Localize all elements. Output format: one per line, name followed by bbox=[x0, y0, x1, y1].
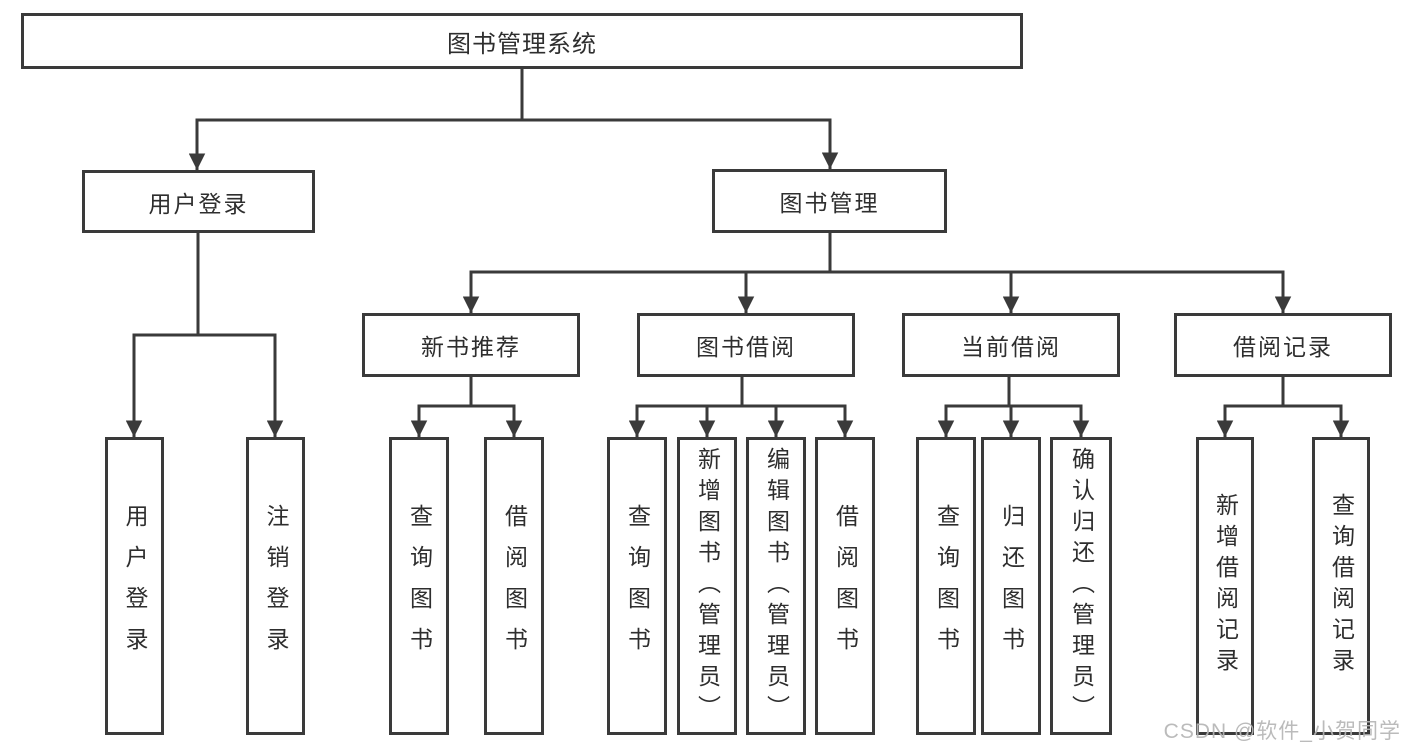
leaf-borrow-books-borrow: 借阅图书 bbox=[815, 437, 875, 735]
csdn-watermark: CSDN @软件_小贺同学 bbox=[1163, 720, 1401, 743]
node-book-management-label: 图书管理 bbox=[779, 190, 880, 216]
node-current-borrow: 当前借阅 bbox=[902, 313, 1120, 377]
leaf-confirm-return-admin: 确认归还（管理员） bbox=[1050, 437, 1112, 735]
node-user-login: 用户登录 bbox=[82, 170, 315, 233]
node-user-login-label: 用户登录 bbox=[148, 190, 249, 217]
leaf-return-book: 归还图书 bbox=[981, 437, 1041, 735]
leaf-query-books-current: 查询图书 bbox=[916, 437, 976, 735]
leaf-logout: 注销登录 bbox=[246, 437, 305, 735]
node-book-management: 图书管理 bbox=[712, 169, 947, 233]
node-new-book-recommend: 新书推荐 bbox=[362, 313, 580, 377]
node-borrow-records: 借阅记录 bbox=[1174, 313, 1392, 377]
node-library-system-label: 图书管理系统 bbox=[447, 30, 597, 58]
leaf-borrow-books-recommend: 借阅图书 bbox=[484, 437, 544, 735]
node-book-borrow: 图书借阅 bbox=[637, 313, 855, 377]
leaf-user-login: 用户登录 bbox=[105, 437, 164, 735]
leaf-query-borrow-record: 查询借阅记录 bbox=[1312, 437, 1370, 735]
node-library-system: 图书管理系统 bbox=[21, 13, 1023, 69]
leaf-edit-book-admin: 编辑图书（管理员） bbox=[746, 437, 806, 735]
leaf-add-book-admin: 新增图书（管理员） bbox=[677, 437, 737, 735]
leaf-add-borrow-record: 新增借阅记录 bbox=[1196, 437, 1254, 735]
leaf-query-books-borrow: 查询图书 bbox=[607, 437, 667, 735]
leaf-query-books-recommend: 查询图书 bbox=[389, 437, 449, 735]
